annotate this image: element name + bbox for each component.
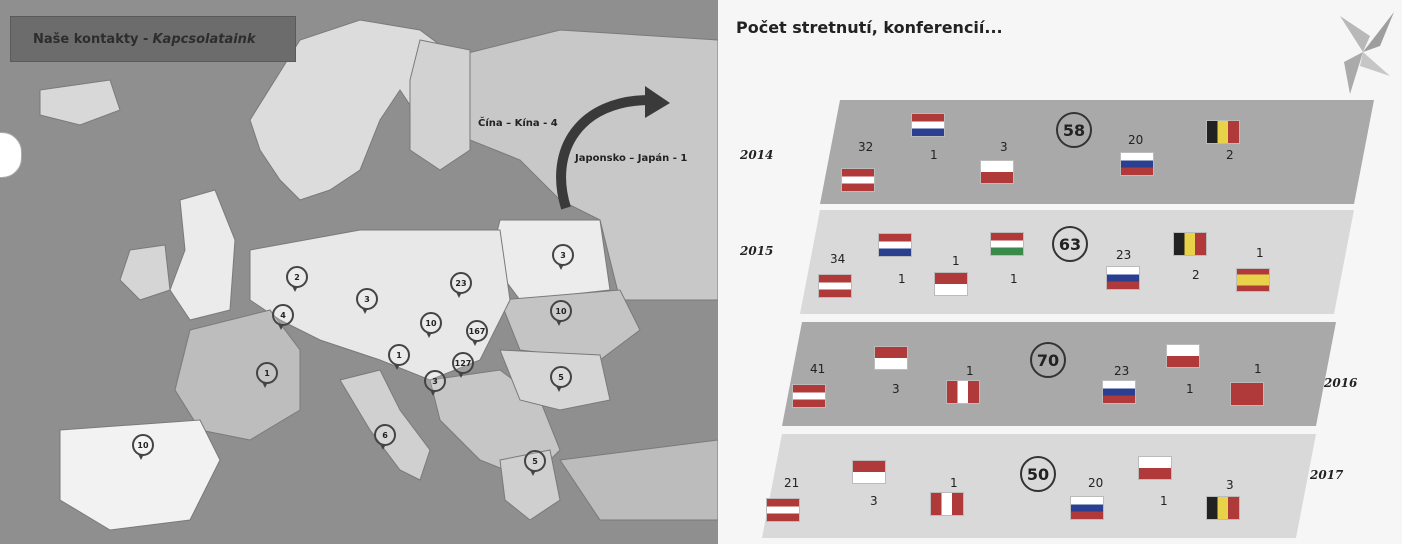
finland-shape	[409, 39, 471, 171]
map-title-main: Naše kontakty -	[33, 31, 149, 47]
row-2014-count: 20	[1128, 133, 1144, 147]
map-pin: 3	[552, 244, 574, 270]
row-2015-count: 1	[1010, 272, 1018, 286]
row-2014-count: 1	[930, 148, 938, 162]
map-pin: 1	[256, 362, 278, 388]
map-pin: 4	[272, 304, 294, 330]
row-2016-count: 41	[810, 362, 826, 376]
slovakia-flag-icon	[1120, 152, 1154, 176]
czech-flag-icon	[1138, 456, 1172, 480]
austria-flag-icon	[818, 274, 852, 298]
row-2014-count: 32	[858, 140, 874, 154]
vertical-tricolor-flag-icon	[930, 492, 964, 516]
belgium-flag-icon	[1206, 120, 1240, 144]
row-2017-year: 2017	[1310, 468, 1344, 482]
row-2015-count: 1	[898, 272, 906, 286]
map-title-italic: Kapcsolataink	[152, 31, 256, 47]
map-pin: 3	[424, 370, 446, 396]
map-pin: 2	[286, 266, 308, 292]
row-2015-total: 63	[1052, 226, 1088, 262]
row-2016-count: 1	[966, 364, 974, 378]
row-2017-count: 1	[950, 476, 958, 490]
row-2017-count: 1	[1160, 494, 1168, 508]
map-pin: 5	[524, 450, 546, 476]
row-2017-count: 20	[1088, 476, 1104, 490]
row-2016-total: 70	[1030, 342, 1066, 378]
row-2014-count: 2	[1226, 148, 1234, 162]
slovakia-flag-icon	[1070, 496, 1104, 520]
row-2014-total: 58	[1056, 112, 1092, 148]
row-2015-year: 2015	[740, 244, 774, 258]
meetings-stats-panel: Počet stretnutí, konferencií... 2014 58 …	[718, 0, 1402, 544]
row-2016-count: 1	[1186, 382, 1194, 396]
label-china: Čína – Kína - 4	[478, 118, 558, 129]
row-2015-count: 2	[1192, 268, 1200, 282]
hungary-flag-icon	[990, 232, 1024, 256]
row-2015-count: 23	[1116, 248, 1132, 262]
slovakia-flag-icon	[1106, 266, 1140, 290]
spain-flag-icon	[1236, 268, 1270, 292]
row-2016-count: 23	[1114, 364, 1130, 378]
map-pin: 10	[550, 300, 572, 326]
netherlands-flag-icon	[911, 113, 945, 137]
europe-map	[39, 19, 718, 531]
red-white-flag-icon	[874, 346, 908, 370]
map-title: Naše kontakty - Kapcsolataink	[10, 16, 296, 62]
map-pin: 10	[132, 434, 154, 460]
red-white-flag-icon	[934, 272, 968, 296]
uk-shape	[169, 189, 236, 321]
arrow-head	[645, 86, 670, 118]
czech-flag-icon	[1166, 344, 1200, 368]
row-2016-year: 2016	[1324, 376, 1358, 390]
band-2015	[800, 210, 1354, 314]
iceland-shape	[39, 79, 121, 126]
denmark-flag-icon	[1230, 382, 1264, 406]
row-2017-count: 3	[1226, 478, 1234, 492]
row-2016-count: 1	[1254, 362, 1262, 376]
vertical-tricolor-flag-icon	[946, 380, 980, 404]
row-2015-count: 1	[952, 254, 960, 268]
row-2016-count: 3	[892, 382, 900, 396]
scandinavia-shape	[249, 19, 461, 201]
iberia-shape	[59, 419, 221, 531]
row-2015-count: 34	[830, 252, 846, 266]
europe-map-panel: Naše kontakty - Kapcsolataink Čína – Kín…	[0, 0, 718, 544]
row-2017-total: 50	[1020, 456, 1056, 492]
austria-flag-icon	[792, 384, 826, 408]
map-pin: 10	[420, 312, 442, 338]
row-2017-count: 21	[784, 476, 800, 490]
arrow-to-asia	[556, 95, 651, 210]
red-white-flag-icon	[852, 460, 886, 484]
belgium-flag-icon	[1206, 496, 1240, 520]
row-2017-count: 3	[870, 494, 878, 508]
map-pin: 167	[466, 320, 488, 346]
slovakia-flag-icon	[1102, 380, 1136, 404]
austria-flag-icon	[766, 498, 800, 522]
label-japan: Japonsko – Japán - 1	[575, 153, 688, 164]
netherlands-flag-icon	[878, 233, 912, 257]
ireland-shape	[119, 244, 171, 301]
map-pin: 6	[374, 424, 396, 450]
map-pin: 127	[452, 352, 474, 378]
band-2014	[820, 100, 1374, 204]
poland-flag-icon	[980, 160, 1014, 184]
austria-flag-icon	[841, 168, 875, 192]
leaf-decoration-icon	[1340, 12, 1394, 94]
ukraine-shape	[499, 289, 641, 361]
stats-title: Počet stretnutí, konferencií...	[736, 18, 1003, 37]
row-2014-year: 2014	[740, 148, 774, 162]
map-pin: 23	[450, 272, 472, 298]
row-2014-count: 3	[1000, 140, 1008, 154]
map-pin: 5	[550, 366, 572, 392]
map-pin: 1	[388, 344, 410, 370]
belgium-flag-icon	[1173, 232, 1207, 256]
turkey-shape	[559, 439, 718, 521]
row-2015-count: 1	[1256, 246, 1264, 260]
map-pin: 3	[356, 288, 378, 314]
